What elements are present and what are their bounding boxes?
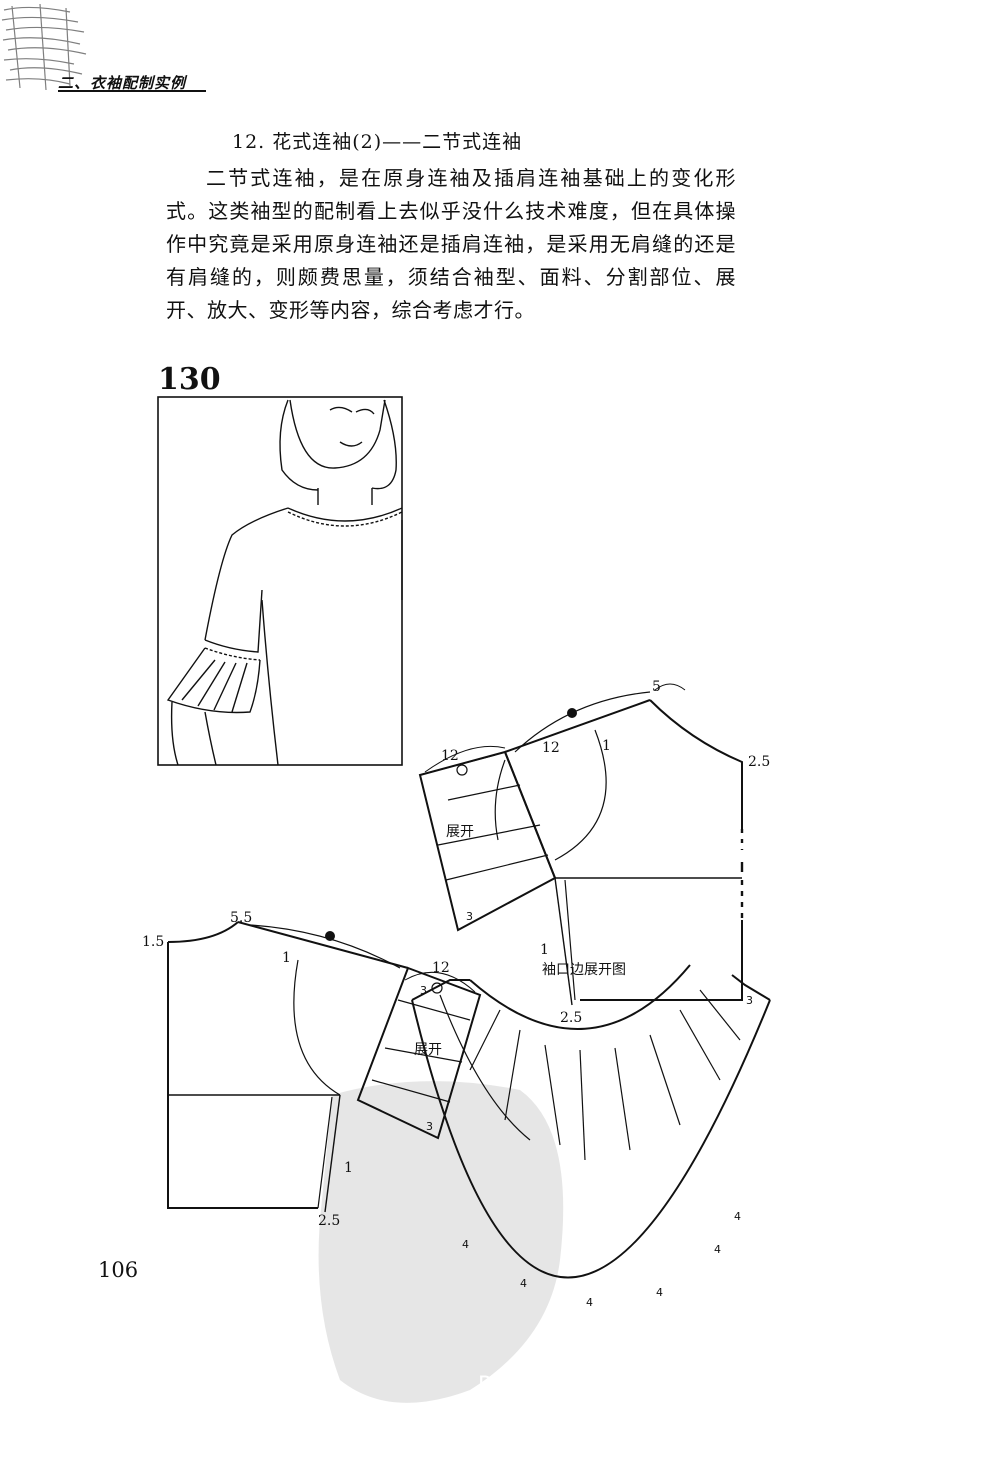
header-rule	[58, 90, 206, 92]
running-header: 二、衣袖配制实例	[58, 74, 187, 92]
front-three-measure: 3	[466, 910, 473, 923]
front-one-measure: 1	[602, 738, 611, 754]
figure-number: 130	[158, 362, 221, 397]
cuff-four-measure-5: 4	[714, 1243, 721, 1256]
back-notch-dot	[325, 931, 335, 941]
back-hem-measure: 2.5	[318, 1213, 340, 1229]
cuff-title: 袖口边展开图	[542, 962, 626, 978]
front-shoulder-measure: 5	[652, 679, 661, 695]
watermark-text: PDG	[478, 1373, 525, 1398]
cuff-four-measure-1: 4	[462, 1238, 469, 1251]
back-pattern	[167, 921, 482, 1213]
front-spread-label: 展开	[446, 824, 474, 840]
page-number: 106	[98, 1258, 139, 1282]
back-one-measure: 1	[282, 950, 291, 966]
back-shoulder-measure: 5.5	[230, 910, 252, 926]
front-sleeve-measure-a: 12	[441, 748, 459, 764]
watermark-seal: PDG	[318, 1081, 564, 1403]
cuff-four-measure-3: 4	[586, 1296, 593, 1309]
cuff-four-measure-4: 4	[656, 1286, 663, 1299]
header-smudge-mark	[1, 3, 87, 91]
front-sleeve-measure-b: 12	[542, 740, 560, 756]
cuff-four-measure-2: 4	[520, 1277, 527, 1290]
cuff-right-measure: 3	[746, 994, 753, 1007]
front-notch-dot	[567, 708, 577, 718]
cuff-four-measure-6: 4	[734, 1210, 741, 1223]
back-side-measure: 1	[344, 1160, 353, 1176]
front-hem-measure: 2.5	[560, 1010, 582, 1026]
back-three-measure: 3	[426, 1120, 433, 1133]
front-neck-measure: 2.5	[748, 754, 770, 770]
body-paragraph: 二节式连袖，是在原身连袖及插肩连袖基础上的变化形式。这类袖型的配制看上去似乎没什…	[166, 166, 736, 322]
cuff-spread-pattern	[411, 964, 771, 1279]
back-spread-label: 展开	[414, 1042, 442, 1058]
front-side-measure: 1	[540, 942, 549, 958]
back-neck-measure: 1.5	[142, 934, 164, 950]
cuff-left-measure: 3	[420, 984, 427, 997]
fashion-illustration	[157, 396, 403, 766]
section-title: 12. 花式连袖(2)——二节式连袖	[232, 131, 523, 153]
body-paragraph-block: 二节式连袖，是在原身连袖及插肩连袖基础上的变化形式。这类袖型的配制看上去似乎没什…	[166, 162, 736, 327]
back-sleeve-measure: 12	[432, 960, 450, 976]
front-pattern	[418, 683, 744, 1006]
